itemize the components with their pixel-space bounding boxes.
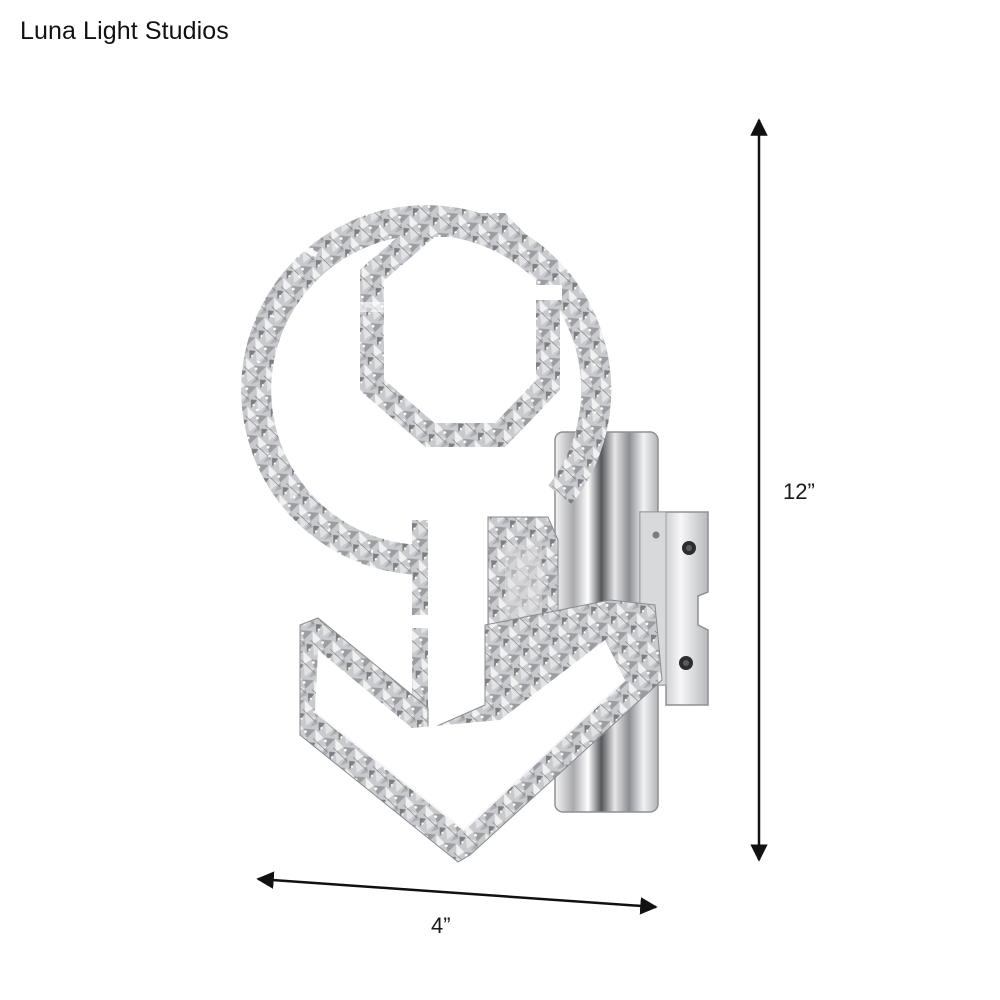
crystal-outer-ring xyxy=(241,165,612,575)
height-dimension-label: 12” xyxy=(783,479,815,504)
width-dimension-label: 4” xyxy=(431,913,451,938)
crystal-inner-octagon xyxy=(358,213,562,447)
width-dimension-line xyxy=(256,871,658,915)
arrow-head xyxy=(299,599,663,863)
arrow-shaft xyxy=(412,520,428,718)
brand-name: Luna Light Studios xyxy=(20,17,229,45)
